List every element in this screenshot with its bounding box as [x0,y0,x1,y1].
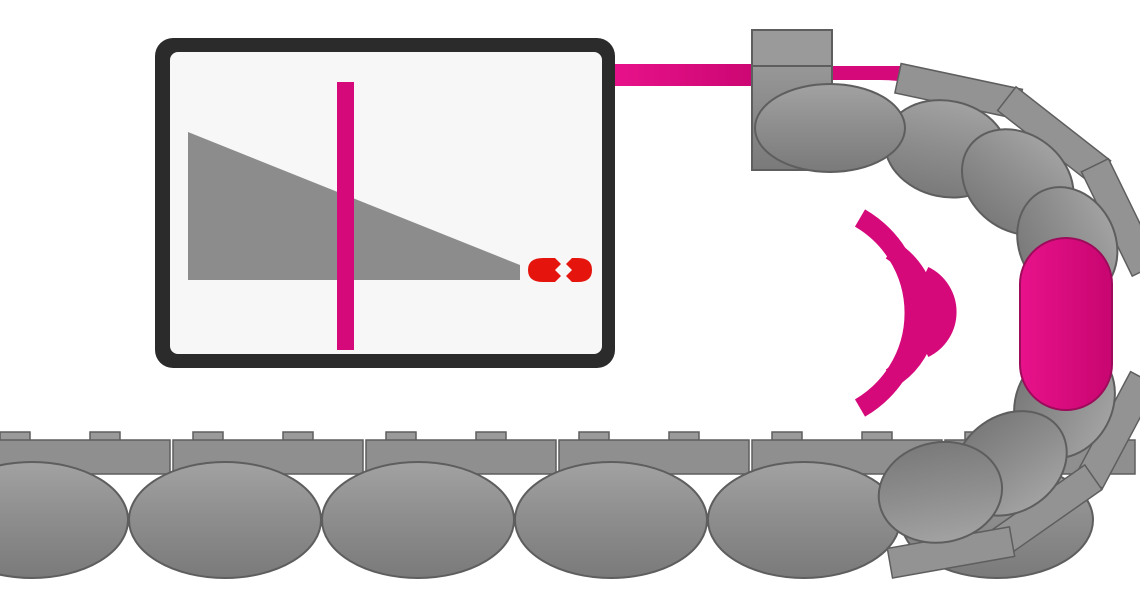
chain-bracket-slot [751,29,833,67]
energy-chain [0,62,1140,579]
position-marker [337,82,354,350]
chain-link-side-plate [707,461,901,579]
chain-link-side-plate [321,461,515,579]
broken-link-left [528,258,561,282]
signal-arc-large [854,209,925,417]
monitor [155,38,615,368]
chain-link-curved [877,440,1016,579]
broken-link-right [566,258,592,282]
signal-arc-small [919,267,957,357]
chain-link-side-plate [754,83,906,173]
broken-link-icon [528,258,592,282]
chain-link-side-plate [514,461,708,579]
sensor-module [1019,237,1113,411]
chain-link-side-plate [877,440,1004,544]
cable [612,64,772,86]
wireless-signal-icon [854,209,957,417]
chain-link-side-plate [128,461,322,579]
